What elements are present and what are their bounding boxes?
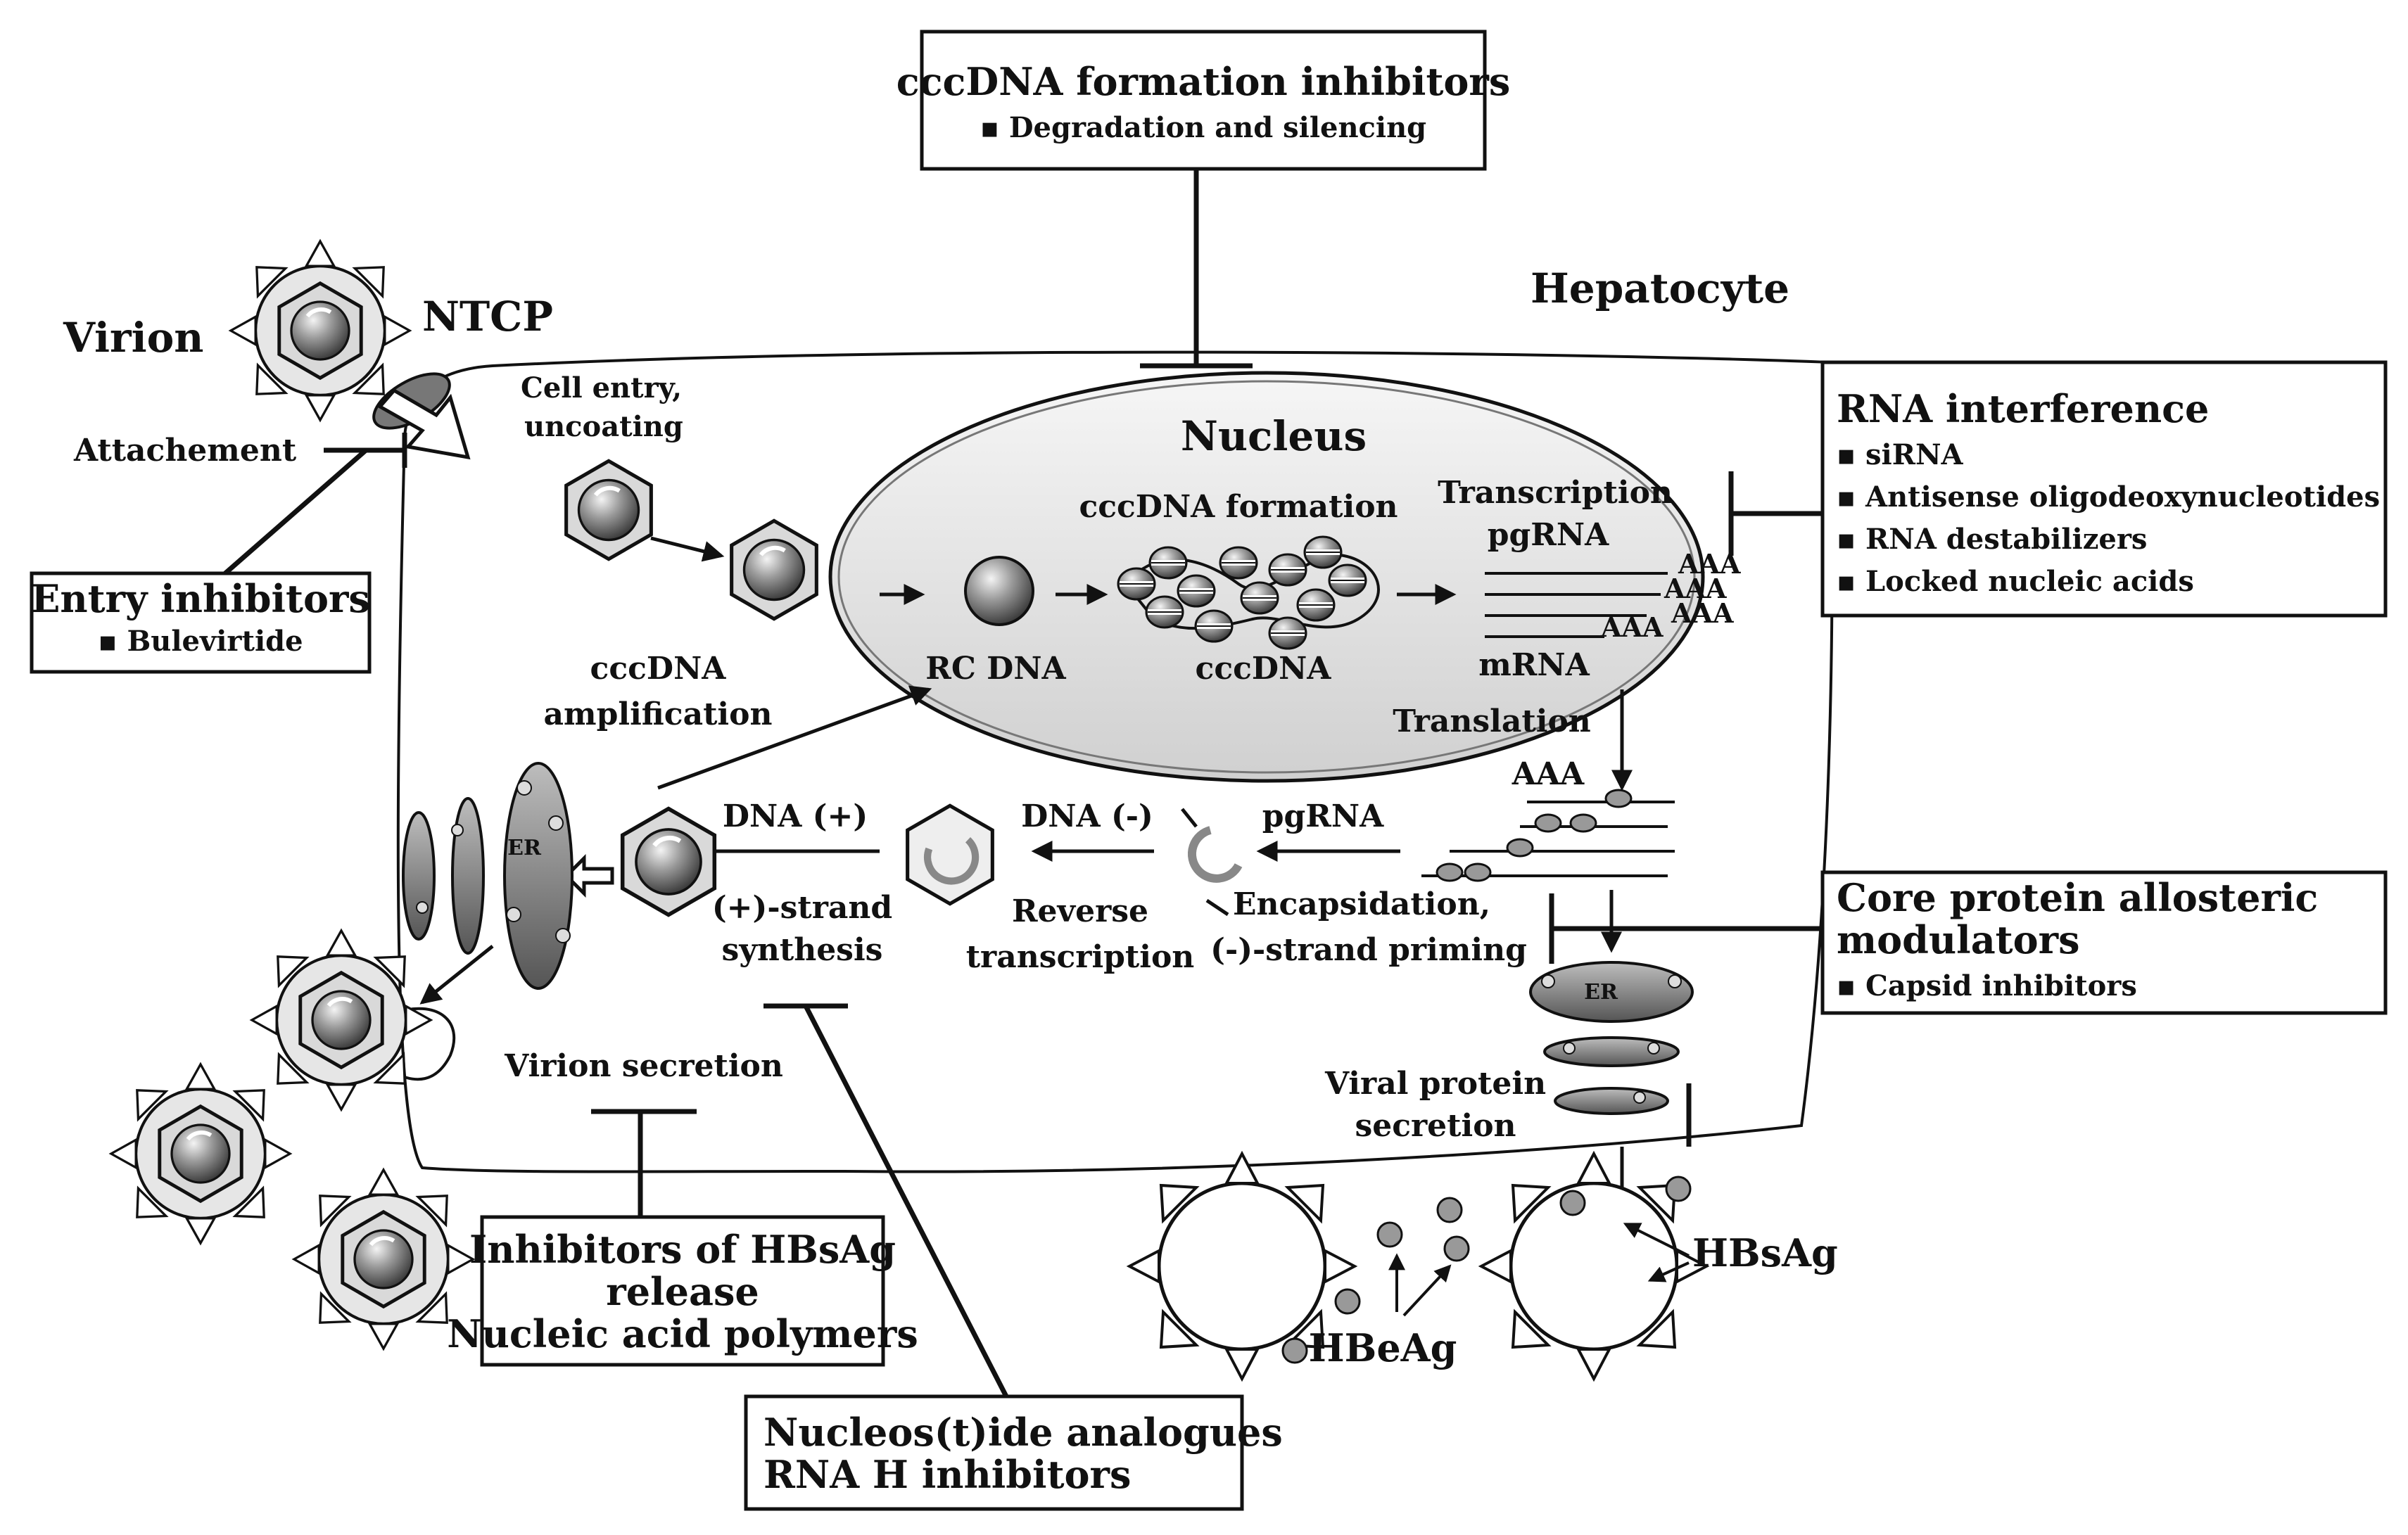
nucleocapsid-entry-2	[732, 521, 817, 618]
aaa-tail-3: AAA	[1671, 597, 1734, 629]
dna-plus-label: DNA (+)	[723, 798, 868, 834]
rna-interference-box	[1820, 360, 2388, 618]
ntcp-label: NTCP	[422, 293, 553, 340]
encapsidation-label-2: (-)-strand priming	[1210, 932, 1527, 968]
rc-dna-label: RC DNA	[925, 651, 1066, 687]
cccdna-amplification-label-2: amplification	[544, 696, 773, 732]
secreted-virion-1	[111, 1064, 290, 1243]
rnai-item-antisense: ▪ Antisense oligodeoxynucleotides	[1837, 480, 2380, 514]
encapsidation-label-1: Encapsidation,	[1233, 886, 1490, 922]
aaa-cytoplasm: AAA	[1512, 756, 1585, 792]
nucleoside-line-2: RNA H inhibitors	[763, 1452, 1131, 1497]
bulevirtide-item: ▪ Bulevirtide	[98, 625, 303, 658]
budding-virion	[252, 931, 431, 1109]
cccdna-amplification-label-1: cccDNA	[590, 651, 727, 687]
nucleus	[828, 371, 1705, 783]
nucleoside-line-1: Nucleos(t)ide analogues	[763, 1410, 1283, 1455]
er-right	[1529, 961, 1694, 1115]
entry-inhibitors-title: Entry inhibitors	[31, 576, 370, 621]
mature-nucleocapsid	[623, 809, 715, 915]
cell-entry-label: Cell entry,	[521, 371, 682, 405]
cccdna-inhibitors-title: cccDNA formation inhibitors	[896, 59, 1511, 104]
pgrna-capsid	[1188, 826, 1243, 883]
budding-membrane	[393, 1007, 456, 1081]
aaa-tail-2: AAA	[1664, 573, 1727, 604]
incoming-virion	[231, 241, 410, 420]
cccdna-formation-label: cccDNA formation	[1079, 489, 1398, 525]
virion-label: Virion	[63, 314, 203, 362]
er-entry-arrow	[564, 853, 614, 898]
core-protein-title-1: Core protein allosteric	[1837, 875, 2318, 920]
translation-label: Translation	[1393, 703, 1591, 739]
mrna-label: mRNA	[1478, 647, 1590, 683]
hepatocyte-label: Hepatocyte	[1531, 265, 1789, 312]
attachement-label: Attachement	[73, 433, 297, 469]
nucleoside-analogues-box	[744, 1394, 1244, 1511]
rna-interference-title: RNA interference	[1837, 386, 2209, 431]
hbeag-particles	[1281, 1176, 1692, 1364]
nucleus-label: Nucleus	[1181, 412, 1367, 460]
capsid-inhibitors-item: ▪ Capsid inhibitors	[1837, 969, 2137, 1002]
viral-protein-label-2: secretion	[1355, 1108, 1516, 1144]
hbeag-label: HBeAg	[1309, 1325, 1457, 1370]
mrna-transcripts	[1485, 572, 1668, 638]
rnai-item-sirna: ▪ siRNA	[1837, 438, 1964, 471]
viral-protein-label-1: Viral protein	[1324, 1066, 1546, 1102]
entry-inhibitors-box	[30, 571, 372, 674]
reverse-transcription-label-2: transcription	[966, 939, 1195, 975]
rnai-item-lna: ▪ Locked nucleic acids	[1837, 565, 2194, 598]
dna-minus-label: DNA (-)	[1021, 798, 1153, 834]
pgrna-label: pgRNA	[1262, 798, 1384, 834]
cccdna-label: cccDNA	[1196, 651, 1332, 687]
reverse-transcription-label-1: Reverse	[1012, 893, 1148, 929]
er-label-right: ER	[1584, 980, 1618, 1005]
plus-strand-label-2: synthesis	[722, 932, 883, 968]
rnai-item-destabilizers: ▪ RNA destabilizers	[1837, 523, 2147, 556]
hbsag-release-box	[480, 1215, 885, 1367]
er-left	[402, 762, 574, 990]
hbsag-label: HBsAg	[1692, 1230, 1838, 1275]
core-protein-box	[1820, 870, 2388, 1015]
nucleocapsid-minus-strand	[906, 803, 994, 906]
cccdna-inhibitors-box	[920, 30, 1487, 171]
core-protein-title-2: modulators	[1837, 917, 2080, 962]
rc-dna-core	[964, 556, 1034, 626]
hbsag-release-line-1: Inhibitors of HBsAg	[469, 1227, 896, 1272]
pgrna-nucleus-label: pgRNA	[1488, 517, 1609, 553]
secreted-virion-2	[294, 1170, 473, 1349]
polysome	[1421, 789, 1675, 882]
entry-arrow	[377, 388, 471, 460]
plus-strand-label-1: (+)-strand	[712, 890, 892, 926]
virion-secretion-label: Virion secretion	[504, 1048, 783, 1084]
aaa-tail-4: AAA	[1600, 611, 1664, 643]
hepatocyte-membrane	[396, 350, 1834, 1173]
transcription-label: Transcription	[1438, 475, 1673, 511]
hbsag-release-line-3: Nucleic acid polymers	[447, 1311, 918, 1356]
cccdna-minichromosome	[1117, 535, 1380, 650]
degradation-item: ▪ Degradation and silencing	[980, 111, 1426, 144]
uncoating-label: uncoating	[524, 410, 683, 443]
hbsag-release-line-2: release	[606, 1269, 759, 1314]
er-label-left: ER	[507, 836, 542, 860]
nucleocapsid-entry-1	[566, 461, 652, 559]
